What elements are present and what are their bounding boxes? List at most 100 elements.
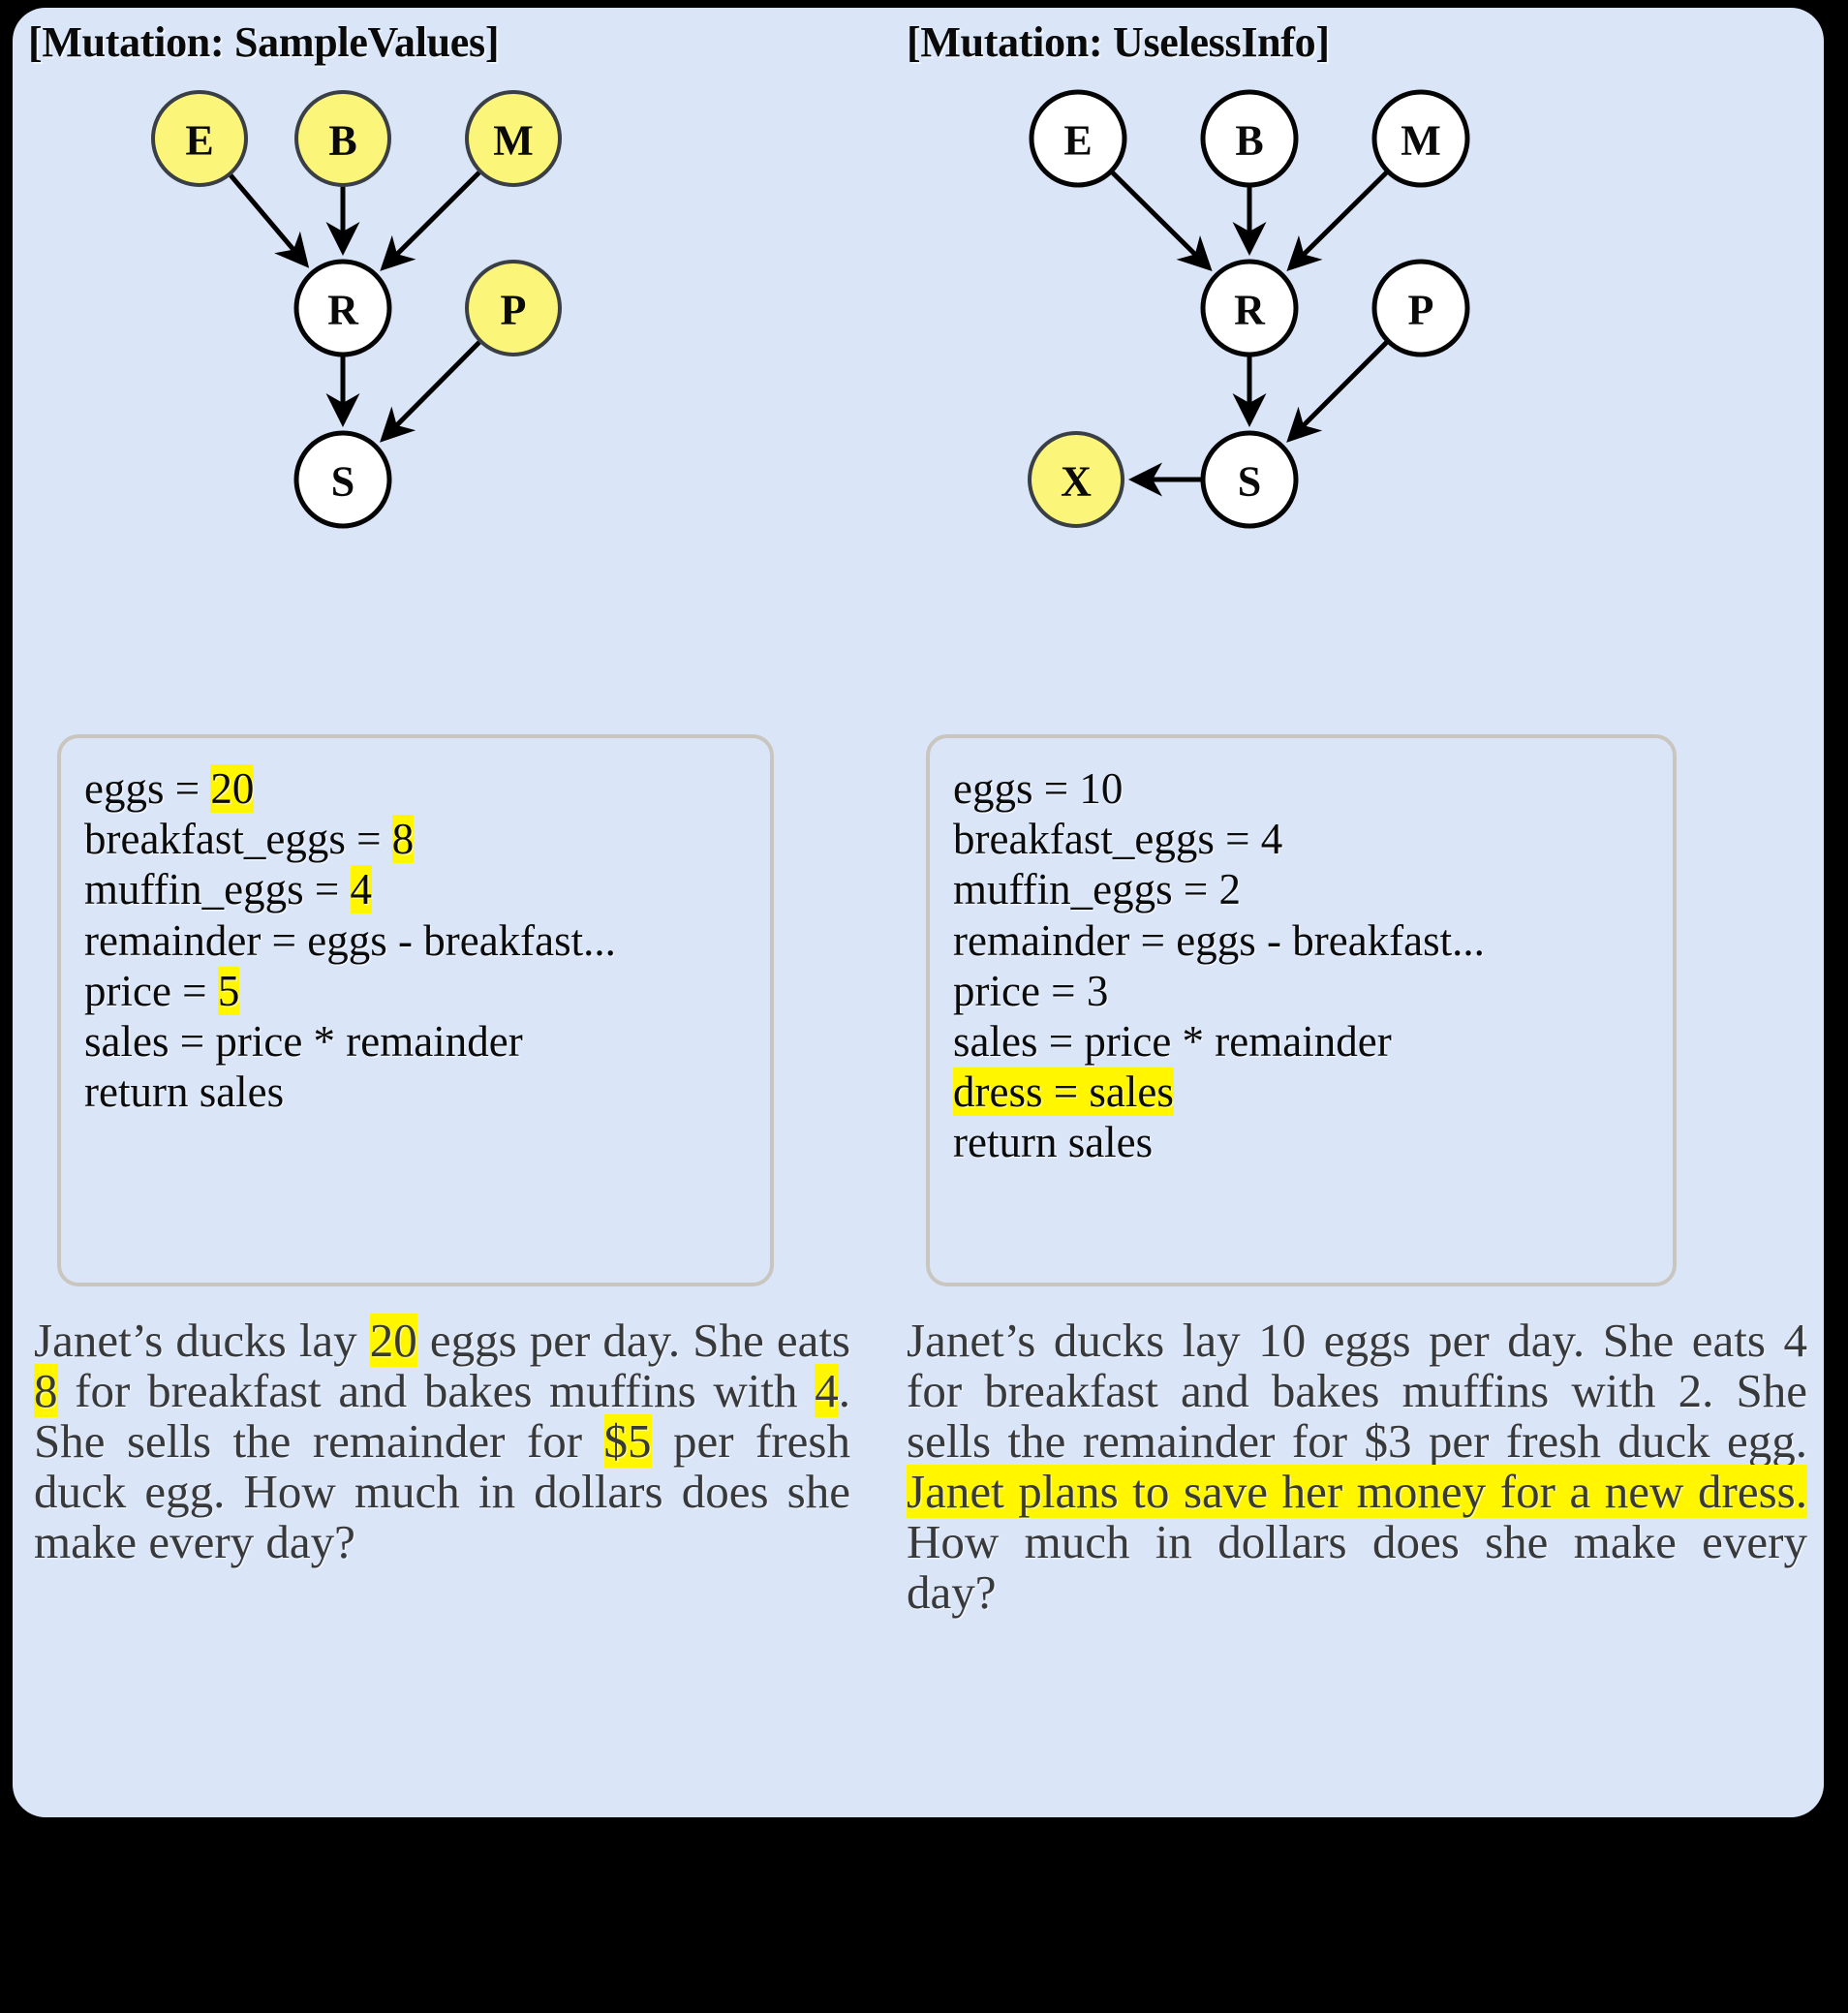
graph-node-label-S: S [331,458,354,506]
question-highlight: 20 [369,1314,417,1367]
graph-edge-M-R [380,170,482,271]
code-text: remainder = eggs - breakfast... [953,915,1485,965]
mutation-title-right: [Mutation: UselessInfo] [907,18,1330,66]
graph-node-R[interactable]: R [293,259,392,357]
graph-node-S[interactable]: S [1200,430,1299,529]
graph-node-label-X: X [1061,458,1092,506]
graph-node-label-E: E [185,117,213,165]
code-line: price = 5 [84,966,747,1016]
graph-node-E[interactable]: E [151,90,248,187]
graph-node-circle-B [294,90,391,187]
graph-node-E[interactable]: E [1029,89,1127,188]
question-text-sample-values: Janet’s ducks lay 20 eggs per day. She e… [34,1314,850,1568]
code-text: muffin_eggs = 2 [953,865,1242,914]
code-line: price = 3 [953,966,1649,1016]
code-line: eggs = 20 [84,763,747,814]
graph-node-circle-X [1028,431,1124,528]
code-line: muffin_eggs = 4 [84,864,747,914]
graph-node-label-P: P [1408,287,1434,334]
code-text: breakfast_eggs = 4 [953,815,1283,864]
graph-node-circle-E [151,90,248,187]
graph-node-label-M: M [493,117,534,165]
graph-node-M[interactable]: M [1371,89,1470,188]
graph-edge-M-R [1286,169,1390,272]
code-text: eggs = [84,764,211,813]
code-line: remainder = eggs - breakfast... [84,915,747,966]
code-text: price = [84,966,218,1015]
graph-node-R[interactable]: R [1200,259,1299,357]
question-highlight: 8 [34,1363,58,1417]
graph-node-label-E: E [1063,117,1092,165]
graph-node-S[interactable]: S [293,430,392,529]
code-highlight: dress = sales [953,1068,1174,1117]
panel-useless-info: [Mutation: UselessInfo] E B M R P S X eggs = 1… [889,8,1824,1817]
graph-node-circle-M [465,90,562,187]
graph-node-label-R: R [1234,287,1266,334]
question-highlight: 4 [815,1363,839,1417]
graph-node-B[interactable]: B [294,90,391,187]
graph-node-circle-R [293,259,392,357]
question-text: How much in dollars does she make every … [907,1514,1807,1619]
graph-node-B[interactable]: B [1200,89,1299,188]
code-line: return sales [953,1117,1649,1167]
code-line: breakfast_eggs = 8 [84,814,747,864]
code-line: muffin_eggs = 2 [953,864,1649,914]
graph-edge-E-R [1109,169,1213,272]
graph-node-circle-B [1200,89,1299,188]
code-highlight: 8 [391,815,415,864]
code-text: return sales [84,1068,285,1117]
graph-sample-values: E B M R P S [13,66,889,550]
code-text: remainder = eggs - breakfast... [84,915,616,965]
question-text: Janet’s ducks lay [34,1314,370,1367]
graph-node-circle-S [293,430,392,529]
graph-node-label-M: M [1401,117,1441,165]
graph-node-label-B: B [328,117,356,165]
code-line: sales = price * remainder [84,1016,747,1067]
graph-node-X[interactable]: X [1028,431,1124,528]
graph-node-circle-E [1029,89,1127,188]
code-line: eggs = 10 [953,763,1649,814]
graph-node-circle-P [465,260,562,356]
code-highlight: 4 [350,865,373,914]
code-line: remainder = eggs - breakfast... [953,915,1649,966]
graph-edge-E-R [228,172,310,268]
code-text: price = 3 [953,966,1109,1015]
code-line: return sales [84,1067,747,1117]
graph-node-label-R: R [327,287,359,334]
graph-edge-P-S [1286,339,1390,443]
code-text: breakfast_eggs = [84,815,392,864]
code-line: breakfast_eggs = 4 [953,814,1649,864]
code-text: sales = price * remainder [84,1016,523,1066]
graph-edge-P-S [380,339,482,443]
graph-node-circle-R [1200,259,1299,357]
code-text: return sales [953,1118,1154,1167]
graph-node-P[interactable]: P [1371,259,1470,357]
graph-node-label-B: B [1235,117,1263,165]
graph-node-P[interactable]: P [465,260,562,356]
graph-useless-info: E B M R P S X [889,66,1824,550]
graph-node-circle-M [1371,89,1470,188]
question-text: for breakfast and bakes muffins with [57,1363,816,1417]
question-highlight: $5 [603,1413,652,1468]
code-line: sales = price * remainder [953,1016,1649,1067]
question-text: per fresh duck egg. How much in dollars … [34,1413,850,1568]
graph-node-M[interactable]: M [465,90,562,187]
code-text: eggs = 10 [953,764,1124,813]
question-text-useless-info: Janet’s ducks lay 10 eggs per day. She e… [907,1316,1807,1618]
question-highlight: Janet plans to save her money for a new … [907,1464,1807,1518]
graph-node-circle-P [1371,259,1470,357]
code-text: sales = price * remainder [953,1016,1392,1066]
code-text: muffin_eggs = [84,865,351,914]
code-highlight: 20 [210,764,255,813]
graph-node-label-S: S [1238,458,1261,506]
graph-node-label-P: P [501,287,527,334]
code-highlight: 5 [217,966,240,1015]
code-line: dress = sales [953,1067,1649,1117]
graph-node-circle-S [1200,430,1299,529]
question-text: eggs per day. She eats [416,1314,850,1367]
